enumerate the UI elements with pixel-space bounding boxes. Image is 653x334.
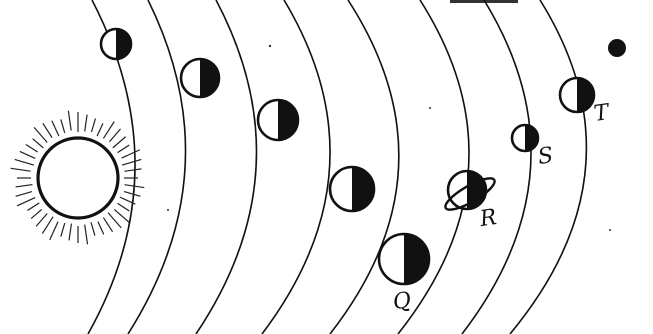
- planet-1: [101, 29, 131, 59]
- sun-ray: [34, 127, 47, 142]
- sun-ray: [20, 151, 35, 158]
- specks: [167, 45, 611, 231]
- sun-ray: [109, 129, 120, 142]
- sun-ray: [33, 139, 44, 148]
- sun-ray: [103, 122, 114, 139]
- orbit-7: [462, 0, 531, 334]
- sun-ray: [91, 222, 95, 235]
- sun-ray: [50, 222, 58, 240]
- sun-ray: [125, 169, 142, 171]
- sun-ray: [113, 137, 126, 148]
- planet-2: [181, 59, 219, 97]
- planet-3: [258, 100, 298, 140]
- orbits: [88, 0, 586, 334]
- sun-ray: [69, 224, 71, 241]
- sun-ray: [36, 214, 47, 227]
- sun-ray: [122, 150, 140, 158]
- orbit-2: [128, 0, 186, 334]
- sun-ray: [11, 168, 31, 171]
- sun-ray: [68, 111, 71, 131]
- sun-ray: [42, 217, 53, 234]
- planet-q: [379, 234, 429, 284]
- sun-ray: [16, 185, 33, 187]
- sun-ray: [97, 123, 103, 136]
- sun: [11, 111, 145, 245]
- sun-ray: [114, 209, 129, 222]
- sun-ray: [16, 192, 32, 197]
- sun-ray: [85, 115, 87, 132]
- label-q: Q: [391, 288, 412, 315]
- sun-ray: [28, 203, 40, 211]
- label-s: S: [536, 143, 554, 170]
- planet-outer: [608, 39, 626, 57]
- sun-ray: [31, 209, 42, 218]
- planet-s: [512, 125, 538, 151]
- label-r: R: [478, 205, 498, 232]
- sun-ray: [85, 225, 88, 245]
- sun-ray: [15, 159, 34, 165]
- planet-t: [560, 78, 594, 112]
- sun-ray: [52, 121, 59, 136]
- sun-ray: [103, 218, 112, 232]
- sun-ray: [61, 223, 65, 236]
- sun-ray: [92, 119, 96, 132]
- sun-ray: [98, 222, 104, 235]
- orbit-5: [330, 0, 399, 334]
- sun-ray: [124, 192, 140, 197]
- sun-ray: [118, 203, 130, 211]
- sun-ray: [17, 198, 35, 206]
- orbit-3: [196, 0, 257, 334]
- sun-ray: [43, 123, 52, 137]
- label-t: T: [592, 100, 610, 127]
- sun-ray: [61, 119, 65, 132]
- sun-body: [38, 138, 118, 218]
- sun-ray: [118, 145, 130, 153]
- sun-ray: [122, 159, 141, 165]
- sun-ray: [26, 144, 38, 152]
- sun-ray: [108, 213, 121, 228]
- orbit-4: [262, 0, 330, 334]
- planet-4: [330, 167, 374, 211]
